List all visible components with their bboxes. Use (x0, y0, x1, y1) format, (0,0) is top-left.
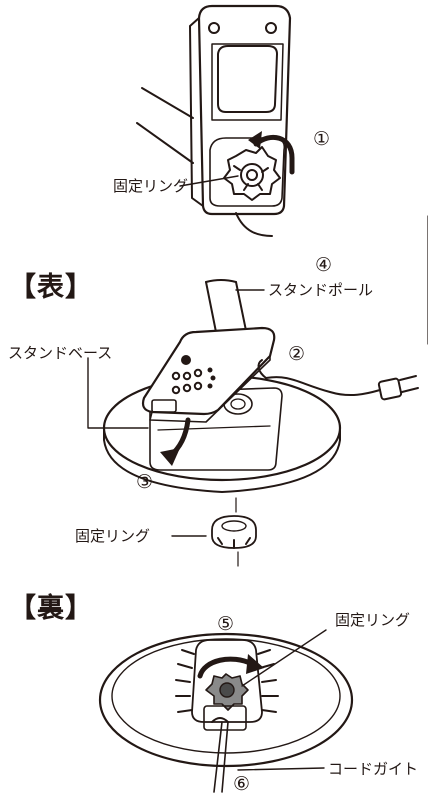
back-section-title: 【裏】 (9, 593, 93, 624)
fixing-ring-label-front: 固定リング (75, 527, 151, 545)
cord-guide-label: コードガイト (328, 760, 419, 778)
front-section-title: 【表】 (9, 272, 93, 303)
lamp-head-assembly (136, 4, 295, 237)
step-4-marker: ④ (315, 254, 333, 276)
stand-pole-label: スタンドポール (268, 281, 374, 299)
stand-base-label: スタンドベース (8, 344, 113, 362)
fixing-ring-label-back: 固定リング (335, 611, 411, 629)
step-1-marker: ① (313, 128, 331, 150)
stand-base-assembly (87, 279, 419, 567)
fixing-ring-label-top: 固定リング (113, 177, 189, 195)
step-2-marker: ② (288, 343, 306, 365)
step-3-marker: ③ (136, 471, 154, 493)
step-5-marker: ⑤ (217, 613, 235, 635)
step-6-marker: ⑥ (233, 773, 251, 795)
underside-assembly (98, 629, 354, 793)
